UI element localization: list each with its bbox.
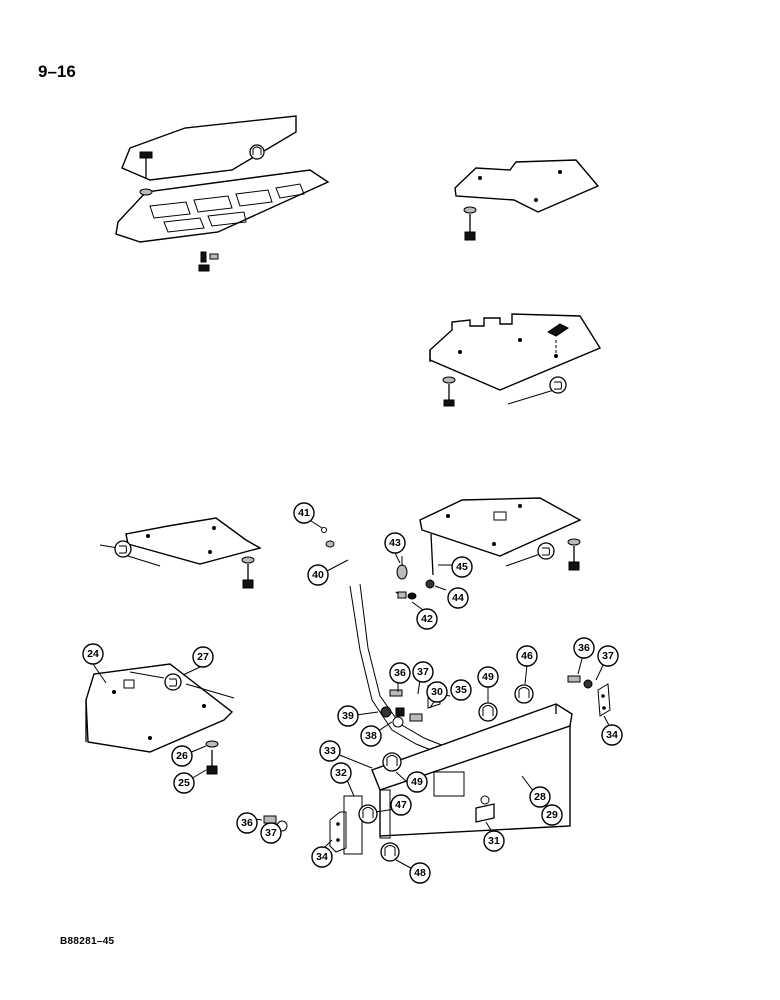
middle-right-bent-plate-assembly [429,313,602,407]
svg-text:34: 34 [606,729,618,741]
callout-49b: 49 [406,771,428,793]
callout-26: 26 [171,745,193,767]
svg-text:46: 46 [521,650,533,662]
callout-33: 33 [319,740,341,762]
callout-36c: 36 [236,812,258,834]
top-left-floor-plate-assembly [115,115,330,272]
svg-text:34: 34 [316,851,328,863]
svg-text:49: 49 [482,671,494,683]
svg-text:36: 36 [578,642,590,654]
retainer-icon [478,702,498,722]
callout-32: 32 [330,762,352,784]
svg-text:44: 44 [452,592,464,604]
clip-icon [549,376,567,394]
svg-text:24: 24 [87,648,99,660]
svg-text:36: 36 [394,667,406,679]
svg-text:48: 48 [414,867,426,879]
svg-text:38: 38 [365,730,377,742]
callout-35: 35 [450,679,472,701]
side-panel-assembly [263,675,611,862]
svg-text:43: 43 [389,537,401,549]
clip-icon [249,144,265,160]
svg-text:28: 28 [534,791,546,803]
clip-icon [114,540,132,558]
svg-text:32: 32 [335,767,347,779]
svg-text:37: 37 [265,827,277,839]
callout-38: 38 [360,725,382,747]
top-right-plate-assembly [454,159,600,241]
retainer-icon [380,842,400,862]
callout-34a: 34 [311,846,333,868]
center-left-plate-assembly [99,517,262,589]
callout-27: 27 [192,646,214,668]
document-code: B88281–45 [60,936,115,947]
svg-text:31: 31 [488,835,500,847]
callout-29: 29 [541,804,563,826]
callout-44: 44 [447,587,469,609]
svg-text:26: 26 [176,750,188,762]
retainer-icon [382,752,402,772]
retainer-icon [358,804,378,824]
callout-28: 28 [529,786,551,808]
callout-39: 39 [337,705,359,727]
callout-49a: 49 [477,666,499,688]
callout-43: 43 [384,532,406,554]
svg-text:41: 41 [298,507,310,519]
callout-37c: 37 [260,822,282,844]
callout-24: 24 [82,643,104,665]
svg-text:25: 25 [178,777,190,789]
svg-text:29: 29 [546,809,558,821]
svg-text:33: 33 [324,745,336,757]
svg-text:37: 37 [417,666,429,678]
callout-47: 47 [390,794,412,816]
callout-45: 45 [451,556,473,578]
clip-icon [537,542,555,560]
callout-36a: 36 [389,662,411,684]
bottom-left-plate-assembly [85,663,235,775]
svg-text:47: 47 [395,799,407,811]
callout-37b: 37 [597,645,619,667]
center-right-plate-assembly [419,497,582,571]
retainer-icon [514,684,534,704]
callout-36b: 36 [573,637,595,659]
callout-40: 40 [307,564,329,586]
svg-text:30: 30 [431,686,443,698]
page-number: 9–16 [38,62,76,81]
callout-30: 30 [426,681,448,703]
callout-41: 41 [293,502,315,524]
svg-text:49: 49 [411,776,423,788]
svg-text:42: 42 [421,613,433,625]
callout-46: 46 [516,645,538,667]
svg-text:39: 39 [342,710,354,722]
callout-37a: 37 [412,661,434,683]
svg-text:45: 45 [456,561,468,573]
callout-48: 48 [409,862,431,884]
callout-31: 31 [483,830,505,852]
callout-42: 42 [416,608,438,630]
svg-text:40: 40 [312,569,324,581]
svg-text:36: 36 [241,817,253,829]
callout-34b: 34 [601,724,623,746]
svg-text:37: 37 [602,650,614,662]
svg-text:27: 27 [197,651,209,663]
callout-25: 25 [173,772,195,794]
clip-icon [164,673,182,691]
svg-text:35: 35 [455,684,467,696]
